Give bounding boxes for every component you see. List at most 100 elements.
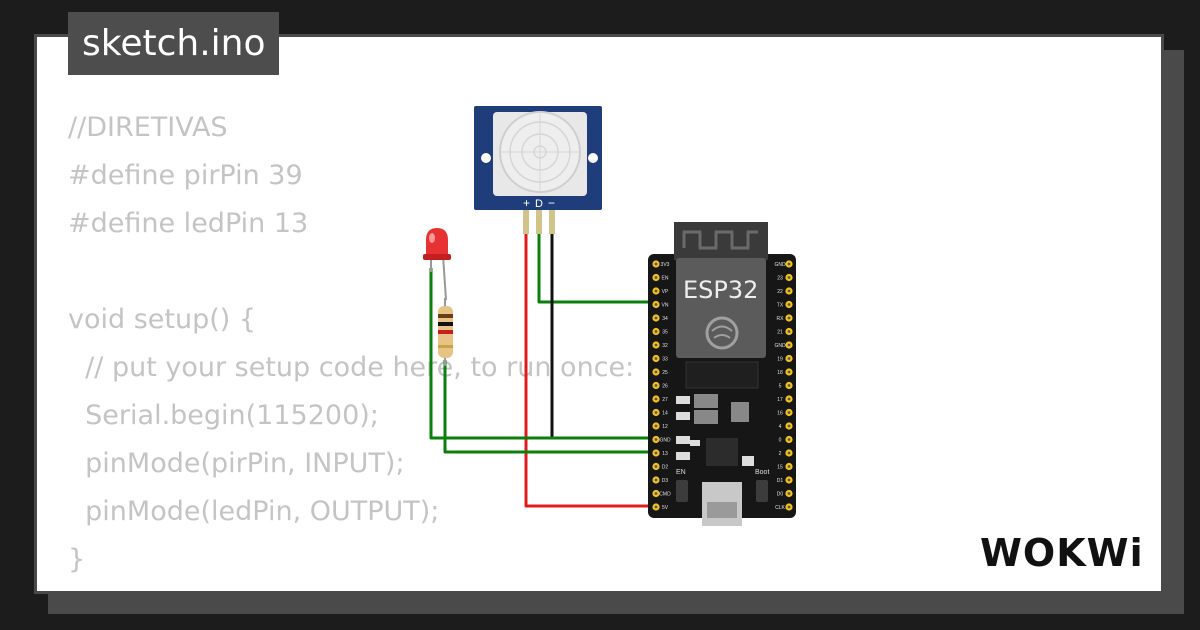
wokwi-logo: WOKWi (980, 531, 1144, 575)
esp32-pin-hole (654, 276, 658, 279)
esp32-pin-hole (787, 303, 791, 306)
esp32-pin-label: 23 (777, 276, 783, 282)
pir-pin-label: − (548, 196, 555, 210)
esp32-pin-hole (787, 370, 791, 374)
code-line: void setup() { (68, 304, 257, 335)
esp32-left-header: 3V3ENVPVN343532332526271412GND13D2D3CMD5… (652, 260, 671, 511)
esp32-pin-label: EN (662, 276, 669, 282)
esp32-pin-label: TX (777, 303, 784, 309)
esp32-pin-label: 18 (777, 370, 783, 376)
red-led[interactable] (423, 228, 451, 301)
esp32-pin-label: GND (774, 262, 786, 268)
esp32-pin-hole (787, 276, 791, 279)
esp32-pin-label: 32 (662, 343, 668, 349)
esp32-pin-hole (654, 424, 658, 428)
esp32-pin-hole (787, 384, 791, 387)
code-line: #define ledPin 13 (68, 208, 309, 239)
code-line: pinMode(pirPin, INPUT); (68, 448, 405, 479)
esp32-pin-hole (654, 343, 658, 347)
wire-green-pir-signal (537, 222, 656, 304)
esp32-pin-hole (787, 397, 791, 401)
esp32-pin-hole (654, 384, 658, 387)
esp32-pin-label: 4 (779, 424, 782, 430)
esp32-pin-hole (787, 289, 791, 293)
pir-pin-label: D (535, 198, 543, 210)
esp32-pin-label: GND (659, 438, 671, 444)
esp32-pin-hole (787, 357, 791, 360)
code-line: //DIRETIVAS (68, 112, 228, 143)
code-line: #define pirPin 39 (68, 160, 303, 191)
esp32-pin-label: GND (774, 343, 786, 349)
espressif-logo-icon (705, 316, 739, 350)
esp32-pin-label: VP (662, 289, 669, 295)
wire-green-led-ground (429, 268, 656, 440)
code-line: pinMode(ledPin, OUTPUT); (68, 496, 440, 527)
code-preview: //DIRETIVAS #define pirPin 39 #define ledP… (68, 104, 788, 584)
esp32-pin-label: D2 (662, 465, 669, 471)
code-line: // put your setup code here, to run once… (68, 352, 635, 383)
esp32-pin-label: CLK (775, 505, 785, 511)
esp32-pin-label: D1 (777, 478, 784, 484)
boot-button-label: Boot (755, 469, 769, 476)
esp32-pin-label: 3V3 (661, 262, 670, 268)
esp32-pin-label: RX (777, 316, 785, 322)
esp32-pin-label: D0 (777, 492, 784, 498)
esp32-pin-label: 14 (662, 411, 668, 417)
wire-black-pir-ground (550, 222, 656, 440)
en-button-label: EN (676, 469, 686, 476)
esp32-pin-hole (654, 505, 658, 509)
code-line: Serial.begin(115200); (68, 400, 379, 431)
esp32-pin-label: 5V (662, 505, 669, 511)
esp32-pin-label: 16 (777, 411, 783, 417)
esp32-pin-hole (787, 492, 791, 495)
esp32-pin-hole (787, 438, 791, 441)
esp32-pin-hole (654, 478, 658, 482)
esp32-pin-hole (654, 357, 658, 360)
esp32-pin-hole (787, 330, 791, 333)
esp32-pin-hole (654, 262, 658, 266)
code-line: } (68, 544, 86, 575)
esp32-pin-hole (654, 411, 658, 414)
esp32-pin-label: 5 (779, 384, 782, 390)
esp32-pin-label: 33 (662, 357, 668, 363)
esp32-pin-label: 19 (777, 357, 783, 363)
esp32-pin-hole (654, 465, 658, 468)
pir-pin-label: + (523, 196, 530, 210)
esp32-pin-hole (787, 343, 791, 347)
esp32-pin-label: CMD (659, 492, 671, 498)
esp32-pin-label: 2 (779, 451, 782, 457)
wokwi-logo-text: WOKWi (980, 531, 1144, 575)
esp32-pin-label: 15 (777, 465, 783, 471)
wires (429, 222, 656, 508)
esp32-pin-label: VN (662, 303, 669, 309)
resistor[interactable] (438, 298, 453, 366)
esp32-pin-hole (787, 465, 791, 468)
esp32-pin-label: D3 (662, 478, 669, 484)
esp32-board[interactable]: ESP32 EN Boot 3V3ENVPVN34353233252627141… (648, 222, 796, 526)
pir-sensor[interactable]: + D − (474, 106, 602, 234)
esp32-pin-hole (654, 370, 658, 374)
esp32-pin-hole (787, 478, 791, 482)
esp32-pin-hole (787, 411, 791, 414)
esp32-pin-hole (654, 492, 658, 495)
esp32-pin-hole (654, 451, 658, 455)
esp32-pin-label: 27 (662, 397, 668, 403)
esp32-chip-label: ESP32 (683, 276, 758, 304)
esp32-pin-label: 22 (777, 289, 783, 295)
esp32-pin-hole (787, 262, 791, 266)
file-tab[interactable]: sketch.ino (68, 12, 280, 75)
wire-green-led-resistor (443, 360, 656, 454)
esp32-pin-label: 12 (662, 424, 668, 430)
esp32-pin-label: 0 (779, 438, 782, 444)
esp32-pin-label: 25 (662, 370, 668, 376)
esp32-pin-label: 34 (662, 316, 668, 322)
esp32-pin-label: 17 (777, 397, 783, 403)
esp32-pin-hole (654, 303, 658, 306)
wire-red-pir-power (524, 222, 656, 508)
esp32-pin-hole (654, 316, 658, 320)
esp32-pin-label: 21 (777, 330, 783, 336)
esp32-pin-hole (787, 316, 791, 320)
esp32-pin-hole (654, 330, 658, 333)
